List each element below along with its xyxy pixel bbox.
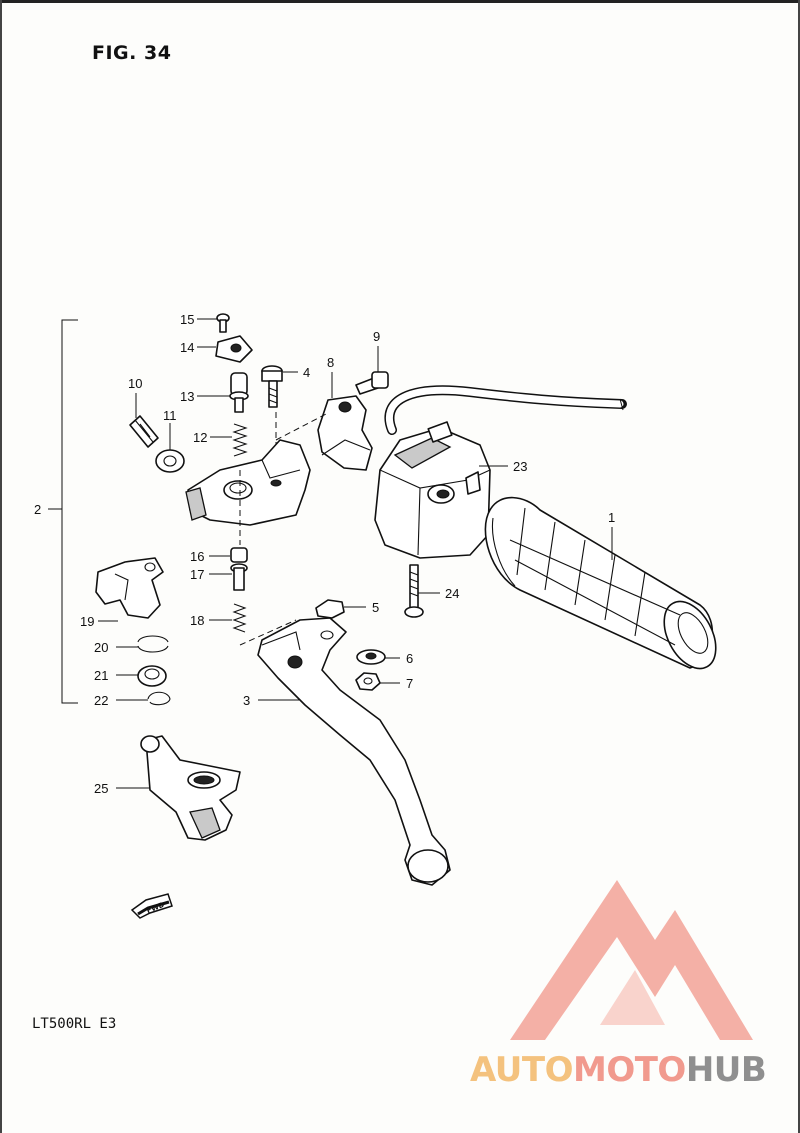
callout-13: 13 [180,389,194,404]
callout-3: 3 [243,693,250,708]
pin-part-17 [230,563,248,591]
pin-part-13 [229,372,249,413]
callout-25: 25 [94,781,108,796]
callout-24: 24 [445,586,459,601]
callout-4: 4 [303,365,310,380]
callout-1: 1 [608,510,615,525]
callout-11: 11 [163,408,177,423]
watermark-logo-icon [510,880,753,1040]
callout-10: 10 [128,376,142,391]
left-border [0,0,2,1133]
spring-part-20 [137,635,169,653]
plate-part-14 [215,335,253,363]
watermark-moto: MOTO [572,1050,686,1090]
callout-6: 6 [406,651,413,666]
callout-8: 8 [327,355,334,370]
callout-22: 22 [94,693,108,708]
spring-part-12 [232,423,248,457]
callout-leaders [98,318,613,789]
washer-part-6 [356,649,386,665]
assembly-bracket [48,319,78,704]
top-border [0,0,800,3]
callout-18: 18 [190,613,204,628]
screw-part-15 [216,313,230,333]
watermark-auto: AUTO [470,1050,573,1090]
washer-part-5 [315,599,345,619]
cap-part-16 [230,547,248,563]
clip-part-22 [147,691,171,706]
callout-5: 5 [372,600,379,615]
callout-15: 15 [180,312,194,327]
screw-part-24 [404,564,424,618]
callout-12: 12 [193,430,207,445]
figure-title: FIG. 34 [92,42,172,64]
callout-14: 14 [180,340,194,355]
brake-lever-part [257,617,451,886]
callout-2: 2 [34,502,41,517]
watermark-wordmark: AUTOMOTOHUB [470,1050,800,1090]
callout-numbers: 1 2 3 4 5 6 7 8 9 10 11 12 13 14 15 16 1… [34,312,615,796]
callout-17: 17 [190,567,204,582]
switch-housing-part [374,421,491,559]
watermark-hub: HUB [685,1050,767,1090]
clamp-part [317,395,373,471]
callout-23: 23 [513,459,527,474]
model-code-label: LT500RL E3 [32,1016,117,1032]
nut-part-11 [155,449,185,473]
adjuster-part-10 [129,415,159,448]
bracket-part-19 [95,557,164,619]
callout-19: 19 [80,614,94,629]
screw-part-9 [355,346,389,395]
bolt-part-4 [261,365,283,408]
handlebar-grip-part [484,496,717,670]
right-border [798,0,800,1133]
cover-part-25 [140,735,241,841]
nut-part-7 [355,672,381,691]
callout-7: 7 [406,676,413,691]
callout-20: 20 [94,640,108,655]
callout-21: 21 [94,668,108,683]
collar-part-21 [137,665,167,687]
callout-16: 16 [190,549,204,564]
forward-direction-arrow: FWD [130,893,173,919]
lever-bracket-part [185,439,311,526]
callout-9: 9 [373,329,380,344]
spring-part-18 [232,603,247,633]
